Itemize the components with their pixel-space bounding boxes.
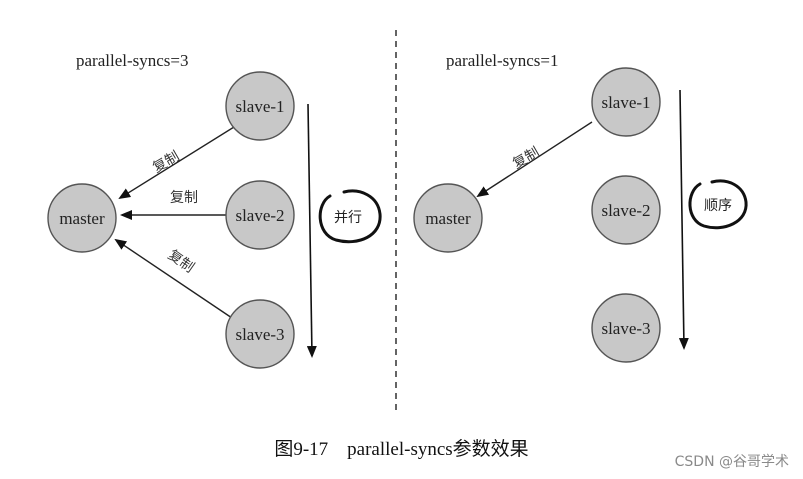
watermark: CSDN @谷哥学术 xyxy=(674,454,789,470)
right-master-label: master xyxy=(425,209,471,228)
left-slave-2-label: slave-2 xyxy=(235,206,284,225)
right-slave-2-node: slave-2 xyxy=(591,175,661,245)
left-edge-label-2: 复制 xyxy=(170,189,198,206)
left-slave-2-node: slave-2 xyxy=(225,180,295,250)
left-edge-slave1-master xyxy=(118,126,235,200)
left-master-label: master xyxy=(59,209,105,228)
left-annotation: 并行 xyxy=(318,189,382,244)
right-slave-1-label: slave-1 xyxy=(601,93,650,112)
right-slave-3-label: slave-3 xyxy=(601,319,650,338)
figure-caption: 图9-17 parallel-syncs参数效果 xyxy=(274,439,529,460)
right-panel-title: parallel-syncs=1 xyxy=(446,51,559,70)
right-slave-1-node: slave-1 xyxy=(591,67,661,137)
left-panel-title: parallel-syncs=3 xyxy=(76,51,189,70)
left-slave-3-label: slave-3 xyxy=(235,325,284,344)
left-master-node: master xyxy=(47,183,117,253)
left-slave-1-label: slave-1 xyxy=(235,97,284,116)
left-edge-label-3: 复制 xyxy=(165,246,198,276)
left-edge-label-1: 复制 xyxy=(150,148,183,177)
right-edge-label-1: 复制 xyxy=(510,144,543,173)
left-annotation-label: 并行 xyxy=(334,210,362,226)
left-slave-3-node: slave-3 xyxy=(225,299,295,369)
right-edge-slave1-master xyxy=(476,121,593,198)
left-timeline-arrow xyxy=(306,103,317,358)
left-slave-1-node: slave-1 xyxy=(225,71,295,141)
right-slave-3-node: slave-3 xyxy=(591,293,661,363)
right-annotation: 顺序 xyxy=(688,179,748,230)
left-edge-slave3-master xyxy=(114,238,233,319)
right-master-node: master xyxy=(413,183,483,253)
right-annotation-label: 顺序 xyxy=(704,198,732,214)
right-slave-2-label: slave-2 xyxy=(601,201,650,220)
right-timeline-arrow xyxy=(678,89,689,350)
